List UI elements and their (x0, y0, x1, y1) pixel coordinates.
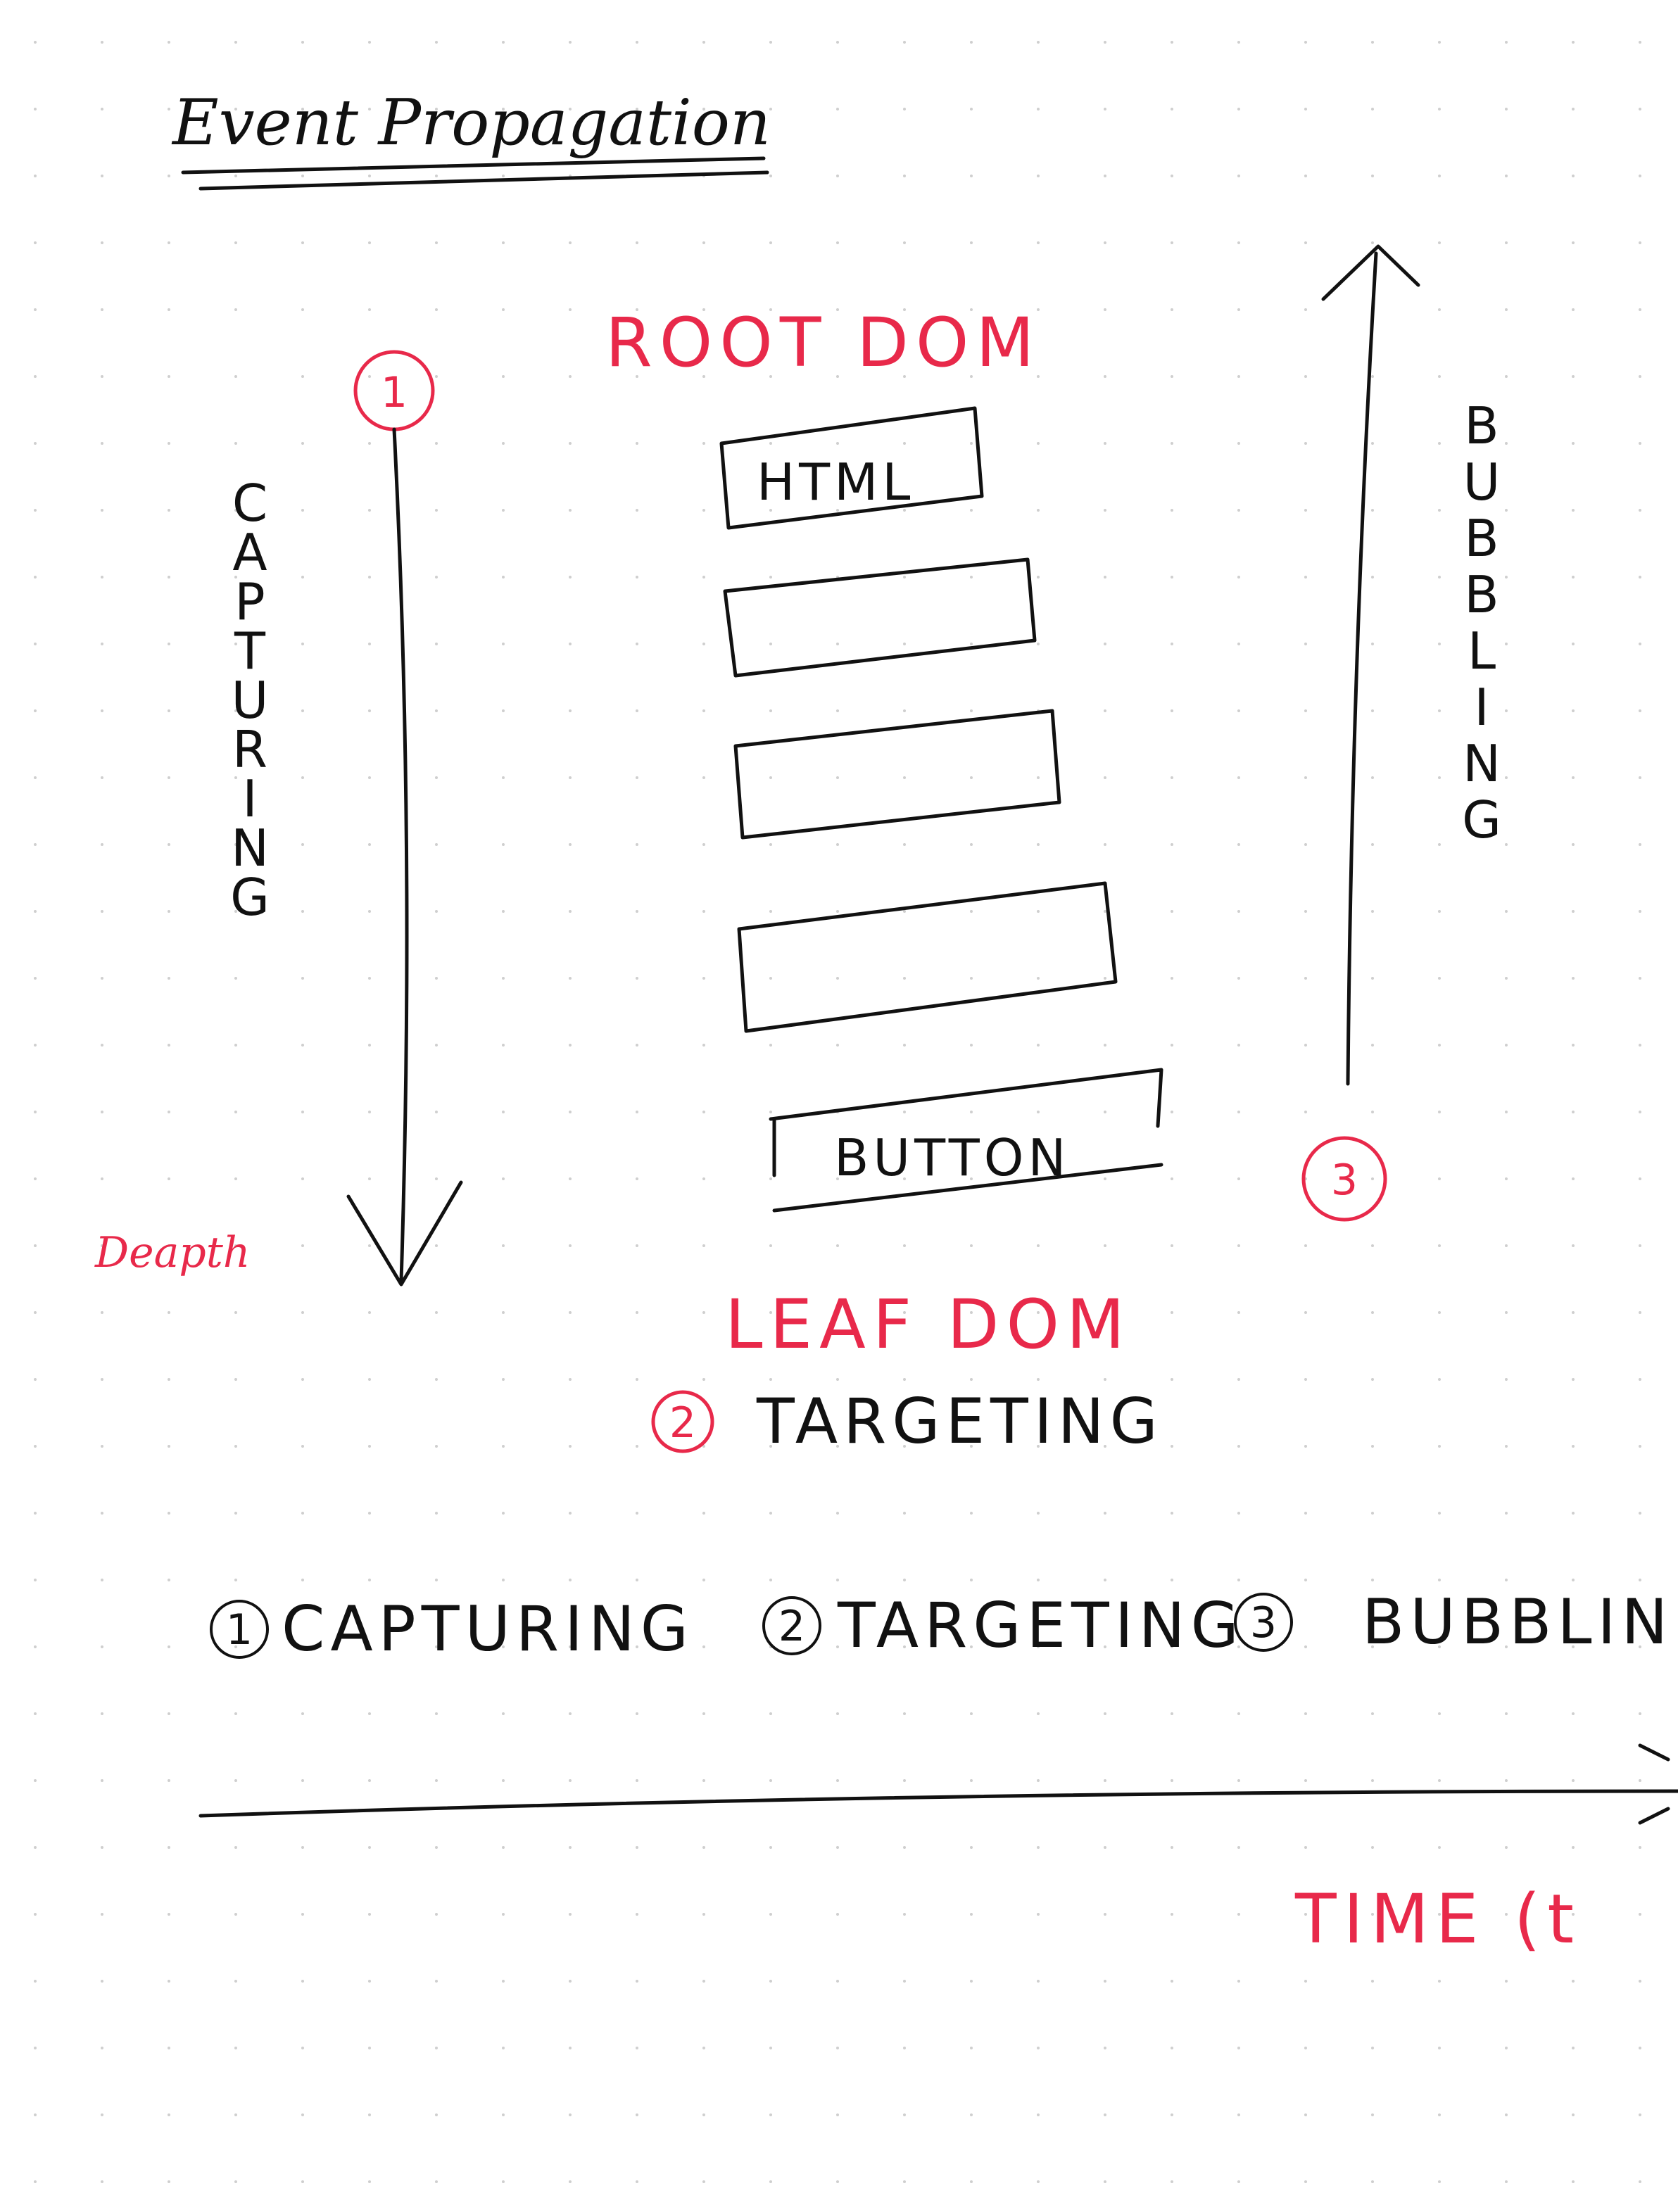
bubbling-letter: N (1463, 734, 1501, 793)
phase-2-number: 2 (778, 1602, 805, 1651)
dom-box-3 (733, 709, 1061, 840)
targeting-marker: 2 TARGETING (651, 1385, 1163, 1458)
capturing-letter: T (234, 621, 266, 681)
capturing-letter: C (232, 474, 267, 533)
dom-box-2 (723, 557, 1037, 678)
capturing-letter: N (231, 819, 269, 878)
phase-2-circle (762, 1596, 821, 1655)
targeting-number: 2 (669, 1398, 696, 1448)
phase-3-circle (1234, 1593, 1293, 1652)
title-underline-1 (181, 156, 766, 175)
capturing-letter: A (232, 523, 267, 582)
bubbling-number: 3 (1331, 1156, 1358, 1205)
title-underline-2 (198, 170, 769, 191)
dom-box-label-button: BUTTON (834, 1128, 1070, 1187)
phase-1-label: CAPTURING (282, 1593, 694, 1665)
time-axis-line (198, 1789, 1678, 1818)
dom-box-button: BUTTON (769, 1068, 1163, 1213)
bubbling-number-circle (1301, 1136, 1387, 1222)
targeting-label: TARGETING (756, 1385, 1163, 1458)
root-dom-label: ROOT DOM (605, 303, 1041, 382)
time-axis-arrow-head-bottom (1638, 1807, 1670, 1825)
capturing-letter: I (242, 769, 257, 828)
capturing-number: 1 (381, 368, 408, 417)
bubbling-letter: I (1474, 678, 1489, 737)
capturing-letter: P (234, 572, 265, 631)
bubbling-letter: B (1464, 396, 1499, 455)
phase-1-number: 1 (226, 1605, 253, 1655)
dom-box-html: HTML (719, 406, 984, 530)
bubbling-arrow-head (1321, 244, 1420, 301)
dom-box-4 (737, 881, 1118, 1033)
capturing-letter: G (230, 868, 270, 927)
phase-3-label: BUBBLIN (1362, 1586, 1673, 1658)
depth-label: Deapth (94, 1228, 251, 1277)
capturing-arrow-shaft (392, 427, 409, 1283)
dom-box-label-html: HTML (757, 453, 914, 512)
time-axis-arrow-head-top (1638, 1743, 1670, 1762)
bubbling-arrow-shaft (1346, 251, 1378, 1086)
capturing-letter: U (232, 671, 269, 730)
phase-1-circle (210, 1600, 269, 1659)
bubbling-arrow: 3 (1301, 244, 1420, 1222)
paper-dot-grid (34, 41, 1641, 2183)
bubbling-letter: G (1462, 790, 1501, 849)
capturing-letter: R (232, 720, 267, 779)
targeting-number-circle (651, 1390, 714, 1453)
leaf-dom-label: LEAF DOM (725, 1285, 1132, 1364)
capturing-vertical-label: CAPTURING (230, 474, 270, 927)
bubbling-letter: B (1464, 509, 1499, 568)
bubbling-letter: L (1468, 621, 1496, 681)
phase-2-label: TARGETING (837, 1589, 1244, 1662)
bubbling-letter: U (1463, 453, 1501, 512)
time-axis-label: TIME (t (1294, 1880, 1581, 1959)
phase-3-number: 3 (1250, 1598, 1277, 1648)
capturing-arrow-head (346, 1180, 463, 1287)
page-title: Event Propagation (171, 86, 771, 160)
timeline-phases: 1 CAPTURING 2 TARGETING 3 BUBBLIN (210, 1586, 1673, 1665)
capturing-arrow: 1 (346, 350, 463, 1287)
bubbling-letter: B (1464, 565, 1499, 624)
